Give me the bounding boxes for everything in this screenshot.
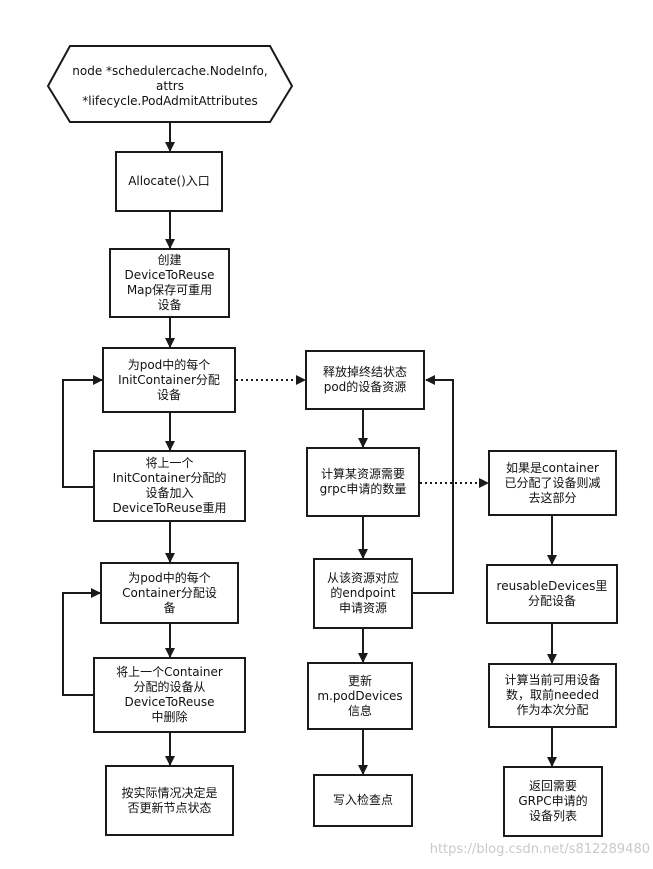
- loop-back-request-to-release: [413, 375, 454, 594]
- subtract-allocated-box: 如果是container 已分配了设备则减 去这部分: [488, 450, 617, 516]
- add-to-reuse-box: 将上一个 InitContainer分配的 设备加入 DeviceToReuse…: [93, 450, 246, 522]
- release-terminated-pod-box: 释放掉终结状态 pod的设备资源: [305, 350, 425, 410]
- remove-from-reuse-box: 将上一个Container 分配的设备从 DeviceToReuse 中删除: [93, 657, 246, 733]
- update-pod-devices-box: 更新 m.podDevices 信息: [307, 662, 413, 730]
- update-node-status-box: 按实际情况决定是 否更新节点状态: [105, 765, 234, 836]
- reusable-devices-box: reusableDevices里 分配设备: [486, 564, 618, 624]
- compute-grpc-count-box: 计算某资源需要 grpc申请的数量: [306, 447, 420, 517]
- init-container-allocate-box: 为pod中的每个 InitContainer分配 设备: [102, 347, 236, 413]
- create-reuse-map-box: 创建 DeviceToReuse Map保存可重用 设备: [109, 248, 230, 318]
- allocate-entry-box: Allocate()入口: [115, 151, 223, 212]
- start-node-text: node *schedulercache.NodeInfo, attrs *li…: [72, 63, 268, 108]
- watermark: https://blog.csdn.net/s812289480: [429, 842, 650, 857]
- loop-back-init-container: [62, 375, 103, 488]
- grpc-device-list-box: 返回需要 GRPC申请的 设备列表: [503, 766, 603, 837]
- write-checkpoint-box: 写入检查点: [313, 774, 413, 827]
- container-allocate-box: 为pod中的每个 Container分配设 备: [100, 562, 239, 624]
- endpoint-request-box: 从该资源对应 的endpoint 申请资源: [313, 558, 413, 629]
- available-devices-box: 计算当前可用设备 数，取前needed 作为本次分配: [488, 663, 617, 728]
- start-hexagon: [46, 45, 294, 123]
- loop-back-container: [62, 588, 101, 696]
